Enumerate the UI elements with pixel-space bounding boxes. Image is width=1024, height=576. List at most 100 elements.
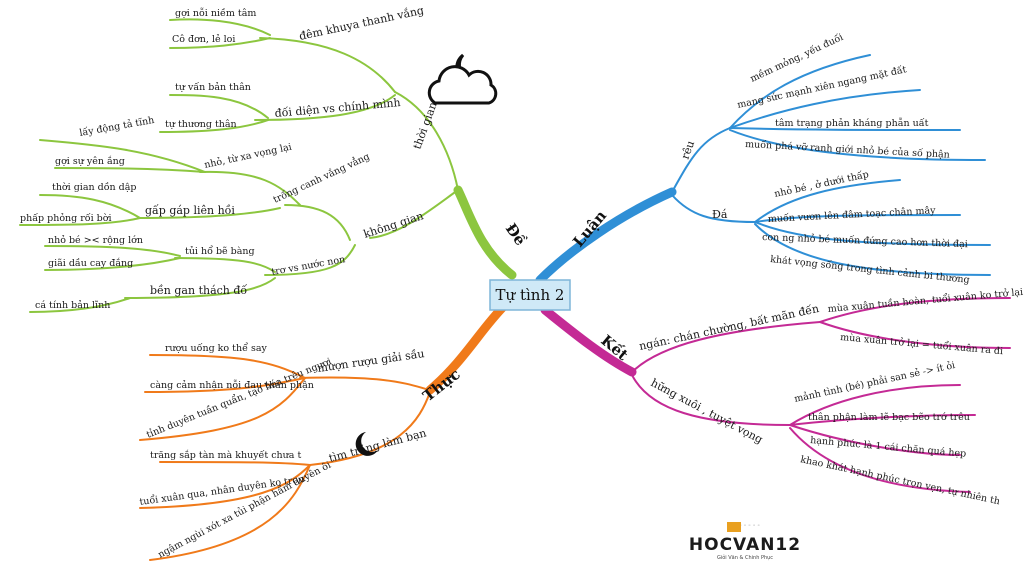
- de-tuiho-line: [174, 257, 276, 273]
- luan-leaf-text-4: muốn phá vỡ ranh giới nhỏ bé của số phận: [745, 139, 950, 161]
- thuc-muonruou-line: [299, 376, 431, 391]
- ket-leaf4: [789, 414, 976, 426]
- crescent-moon-icon: [355, 432, 378, 456]
- hocvan12-logo: ◦ ◦ ◦ ◦ ◦ ◦ ◦ HOCVAN12 Giỏi Văn & Chinh …: [689, 522, 801, 561]
- luan-trunk: [535, 187, 677, 285]
- de-leaf-text-6: gợi sự yên ắng: [55, 155, 125, 167]
- de-leaf-text-11: cá tính bản lĩnh: [35, 300, 110, 311]
- de-bengan-line: [124, 277, 276, 299]
- logo-top-text: ◦ ◦ ◦ ◦ ◦ ◦ ◦: [730, 523, 760, 529]
- luan-da-label: Đá: [712, 208, 728, 221]
- ket-trunk: [540, 305, 637, 377]
- branch-ket: [540, 297, 1011, 493]
- de-leaf-text-2: Cô đơn, lẻ loi: [172, 34, 235, 45]
- thuc-leaf-text-4: trăng sắp tàn mà khuyết chưa t: [150, 449, 301, 461]
- de-trunk: [453, 185, 517, 280]
- ket-hung-line: [631, 374, 791, 426]
- ket-ngan-label: ngán: chán chường, bất mãn đến: [638, 302, 820, 353]
- luan-leaf4: [729, 129, 986, 161]
- thuc-leaf-text-2: càng cảm nhận nỗi đau thân phận: [150, 379, 314, 391]
- thuc-leaf2: [144, 377, 306, 393]
- thuc-leaf-text-1: rượu uống ko thể say: [165, 342, 268, 354]
- de-thoigian-line: [394, 91, 459, 191]
- thuc-timtrang-label: tìm trăng làm bạn: [327, 426, 427, 465]
- de-demkhuya-line: [259, 37, 396, 93]
- luan-leaf7: [754, 221, 991, 246]
- thuc-leaf3: [139, 377, 306, 441]
- de-leaf9: [44, 245, 181, 257]
- de-leaf2: [169, 37, 271, 49]
- luan-da-line: [671, 194, 756, 223]
- ket-leaf-text-2: mùa xuân trở lại = tuổi xuân ra đi: [840, 331, 1004, 357]
- logo-accent: [727, 522, 741, 532]
- thuc-trunk: [425, 300, 510, 395]
- luan-leaf-text-1: mềm mỏng, yếu đuối: [749, 32, 845, 85]
- branch-luan: [535, 54, 991, 285]
- thuc-leaf4: [159, 461, 311, 466]
- de-doidien-line: [254, 94, 396, 121]
- luan-leaf-text-8: khát vọng sống trong tình cảnh bi thương: [770, 254, 970, 286]
- ket-leaf-text-6: khao khát hạnh phúc trọn vẹn, tự nhiên t…: [799, 454, 1000, 507]
- ket-leaf2: [819, 321, 1011, 349]
- center-box: [489, 279, 571, 311]
- ket-hung-label: hững xuôi , tuyệt vọng: [649, 376, 765, 446]
- de-leaf3: [169, 94, 269, 119]
- de-khonggian-label: không gian: [362, 209, 425, 241]
- luan-leaf6: [754, 214, 961, 223]
- de-nho-line: [199, 170, 301, 206]
- luan-leaf8: [754, 223, 991, 276]
- logo-text: HOCVAN12: [689, 535, 801, 555]
- center-label: Tự tình 2: [496, 286, 565, 304]
- de-gapgap-label: gấp gáp liên hồi: [145, 204, 235, 217]
- branch-label-thuc: Thực: [419, 365, 463, 405]
- de-trovs-line: [264, 244, 356, 276]
- thuc-leaf-text-3: tỉnh duyên tuần quẩn, tạo hóa trêu ngươi: [145, 355, 333, 440]
- thuc-leaf-text-6: ngậm ngùi xót xa tủi phận hẩm duyên ôi: [156, 459, 333, 561]
- de-trovs-label: trơ vs nước non: [271, 254, 346, 278]
- de-thoigian-label: thời gian: [411, 100, 440, 151]
- ket-leaf-text-3: mảnh tình (bé) phải san sẻ -> ít ỏi: [793, 360, 956, 405]
- de-leaf6: [54, 167, 206, 173]
- de-gapgap-line: [139, 207, 281, 219]
- thuc-timtrang-line: [309, 391, 431, 466]
- de-tuiho-label: tủi hổ bẽ bàng: [185, 245, 255, 257]
- ket-leaf3: [789, 384, 961, 426]
- de-leaf10: [44, 257, 181, 271]
- ket-leaf-text-1: mùa xuân tuần hoàn, tuổi xuân ko trở lại: [827, 286, 1023, 315]
- de-bengan-label: bền gan thách đố: [150, 284, 247, 297]
- de-leaf-text-9: nhỏ bé >< rộng lớn: [48, 235, 143, 246]
- ket-ngan-line: [631, 321, 821, 373]
- luan-leaf-text-3: tâm trạng phản kháng phẫn uất: [775, 117, 929, 129]
- thuc-leaf6: [149, 464, 311, 561]
- thuc-muonruou-label: mượn rượu giải sầu: [317, 347, 426, 375]
- branch-label-de: Đề: [502, 220, 530, 249]
- de-leaf-text-7: thời gian dồn dập: [52, 182, 137, 193]
- de-leaf1: [169, 18, 271, 36]
- de-leaf11: [29, 297, 131, 313]
- luan-reu-line: [671, 127, 731, 193]
- luan-leaf2: [729, 89, 921, 129]
- thuc-leaf1: [149, 354, 306, 379]
- ket-leaf-text-5: hạnh phúc là 1 cái chăn quá hẹp: [810, 435, 967, 460]
- branch-thuc: [139, 300, 510, 561]
- de-leaf-text-10: giãi dầu cay đắng: [48, 257, 133, 269]
- luan-leaf-text-6: muốn vươn lên đâm toạc chân mây: [768, 205, 937, 225]
- thuc-leaf5: [139, 464, 311, 509]
- cloud-moon-icon: [427, 53, 498, 105]
- de-leaf-text-8: phấp phỏng rối bời: [20, 213, 112, 224]
- logo-bottom-text: Giỏi Văn & Chinh Phục: [717, 554, 773, 561]
- luan-leaf3: [729, 127, 961, 131]
- de-leaf-text-5: lấy động tả tĩnh: [79, 115, 156, 139]
- de-leaf-text-1: gợi nỗi niềm tâm: [175, 7, 256, 19]
- de-trongcanh-line: [284, 204, 351, 241]
- ket-leaf5: [789, 424, 961, 456]
- de-leaf-text-3: tự vấn bản thân: [175, 82, 251, 93]
- de-leaf8: [19, 217, 141, 226]
- de-trongcanh-label: trống canh vắng vẳng: [271, 150, 371, 205]
- luan-reu-label: rêu: [679, 139, 698, 161]
- branch-de: [19, 18, 517, 313]
- de-khonggian-line: [369, 189, 459, 239]
- center-node[interactable]: Tự tình 2: [489, 279, 571, 311]
